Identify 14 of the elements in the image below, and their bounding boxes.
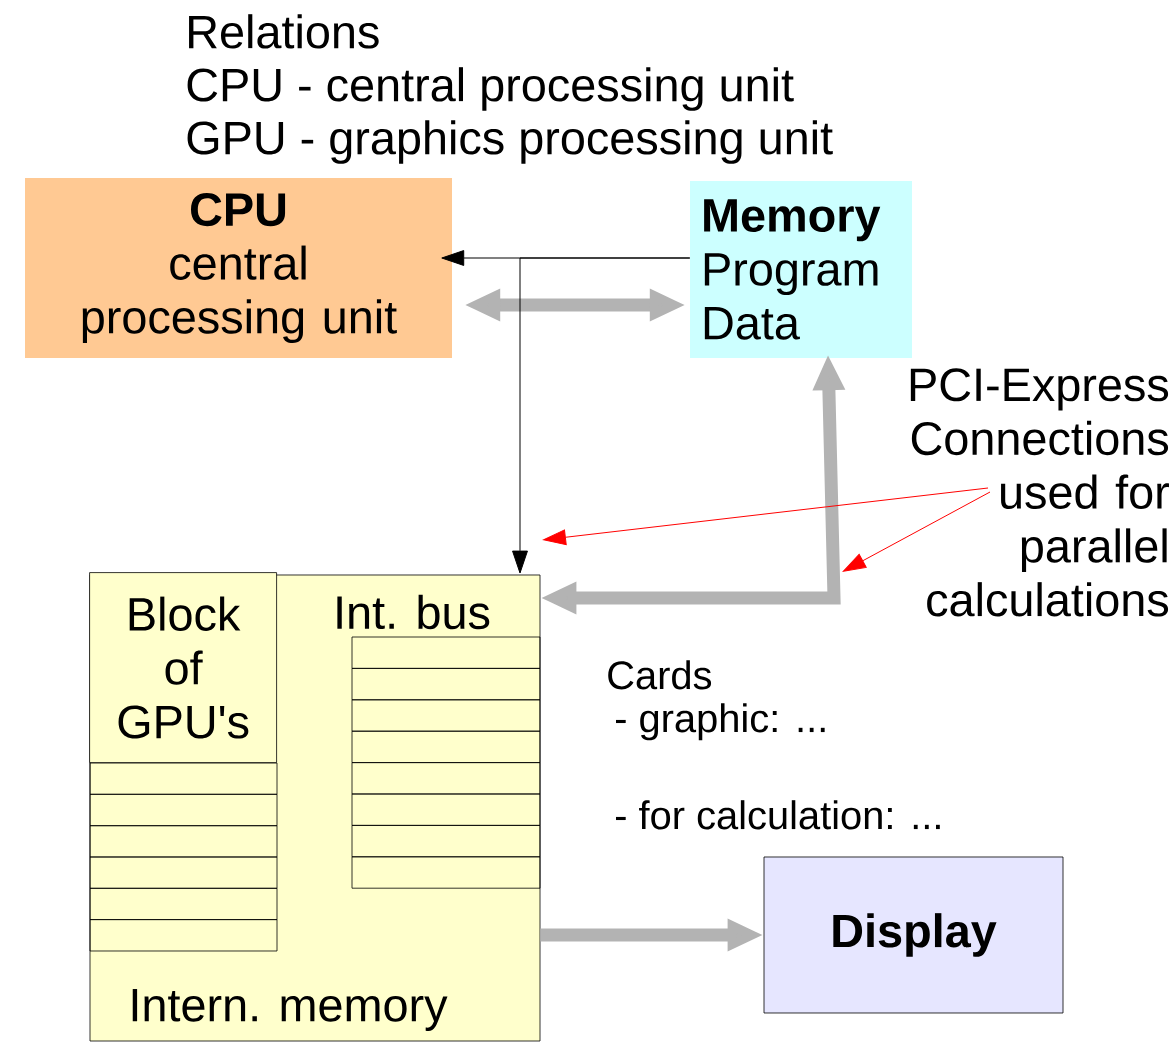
processor-box: CPU central processing unit <box>25 178 452 358</box>
label-text: GPU - graphics processing unit <box>187 120 833 164</box>
display-box: Display <box>763 856 1064 1014</box>
leader-line <box>842 491 991 572</box>
label-text: - graphic: ... <box>615 703 825 741</box>
callout-text: PCI-Express Connections used for parallel calculations <box>910 368 1169 617</box>
gpu-block-box: Block of GPU's <box>89 572 277 763</box>
arrow <box>512 257 691 574</box>
leader-line <box>543 487 989 546</box>
label-text: Cards <box>608 660 712 690</box>
label-text: - for calculation: ... <box>615 800 940 830</box>
memory-box: Memory Program Data <box>690 181 912 358</box>
label-text: CPU - central processing unit <box>187 67 794 111</box>
title: Relations <box>189 14 379 49</box>
